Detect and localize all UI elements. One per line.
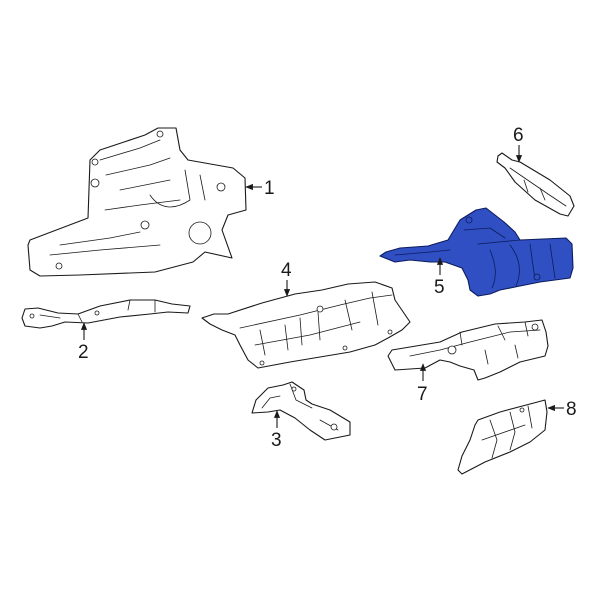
part-6-strip-shield[interactable]: [496, 152, 575, 217]
part-2-bracket-shield[interactable]: [21, 299, 191, 329]
callout-1: 1: [245, 178, 275, 199]
callout-5: 5: [434, 257, 445, 298]
callout-3-number: 3: [271, 430, 282, 451]
callout-6-number: 6: [513, 125, 524, 146]
callout-4-number: 4: [281, 260, 292, 281]
part-5-heat-shield-highlighted[interactable]: [379, 207, 574, 297]
part-4-tunnel-shield[interactable]: [201, 281, 411, 369]
callout-8: 8: [547, 399, 577, 420]
part-7-rear-shield[interactable]: [387, 319, 549, 381]
callout-7-number: 7: [417, 384, 428, 405]
callout-7: 7: [417, 363, 428, 405]
callout-2-number: 2: [78, 342, 89, 363]
callout-1-number: 1: [264, 178, 275, 199]
part-1-heat-shield[interactable]: [27, 127, 247, 277]
part-8-lower-shield[interactable]: [457, 399, 548, 475]
part-3-curved-shield[interactable]: [251, 381, 351, 441]
callout-3: 3: [271, 410, 282, 451]
callout-8-number: 8: [566, 399, 577, 420]
callout-2: 2: [78, 322, 89, 363]
callout-5-number: 5: [434, 277, 445, 298]
callout-6: 6: [513, 125, 524, 163]
callout-4: 4: [281, 260, 292, 297]
